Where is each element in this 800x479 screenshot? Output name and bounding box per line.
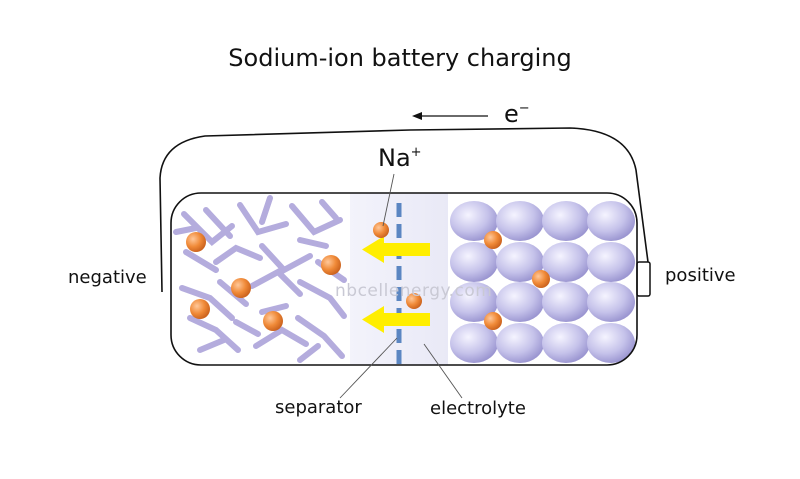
watermark: nbcellenergy.com [335,281,493,301]
negative-electrode-graphite [173,195,347,363]
na-leader-line [382,173,395,227]
diagram-title: Sodium-ion battery charging [228,44,572,72]
electron-flow-arrow [412,112,488,120]
electrolyte-label: electrolyte [430,398,526,419]
sodium-ion-label: Na+ [378,144,422,172]
separator-label: separator [275,397,362,418]
sodium-ions [186,222,550,331]
positive-terminal [636,261,651,297]
electron-label: e− [504,100,530,128]
negative-electrode-label: negative [68,267,147,288]
battery-casing [170,192,638,366]
positive-electrode-label: positive [665,265,736,286]
positive-electrode-particles [450,201,635,363]
external-circuit-wire [159,127,649,293]
electrolyte-leader-line [423,343,463,399]
ion-flow-arrow [362,306,430,333]
ion-flow-arrow [362,236,430,263]
separator-leader-line [339,337,398,399]
